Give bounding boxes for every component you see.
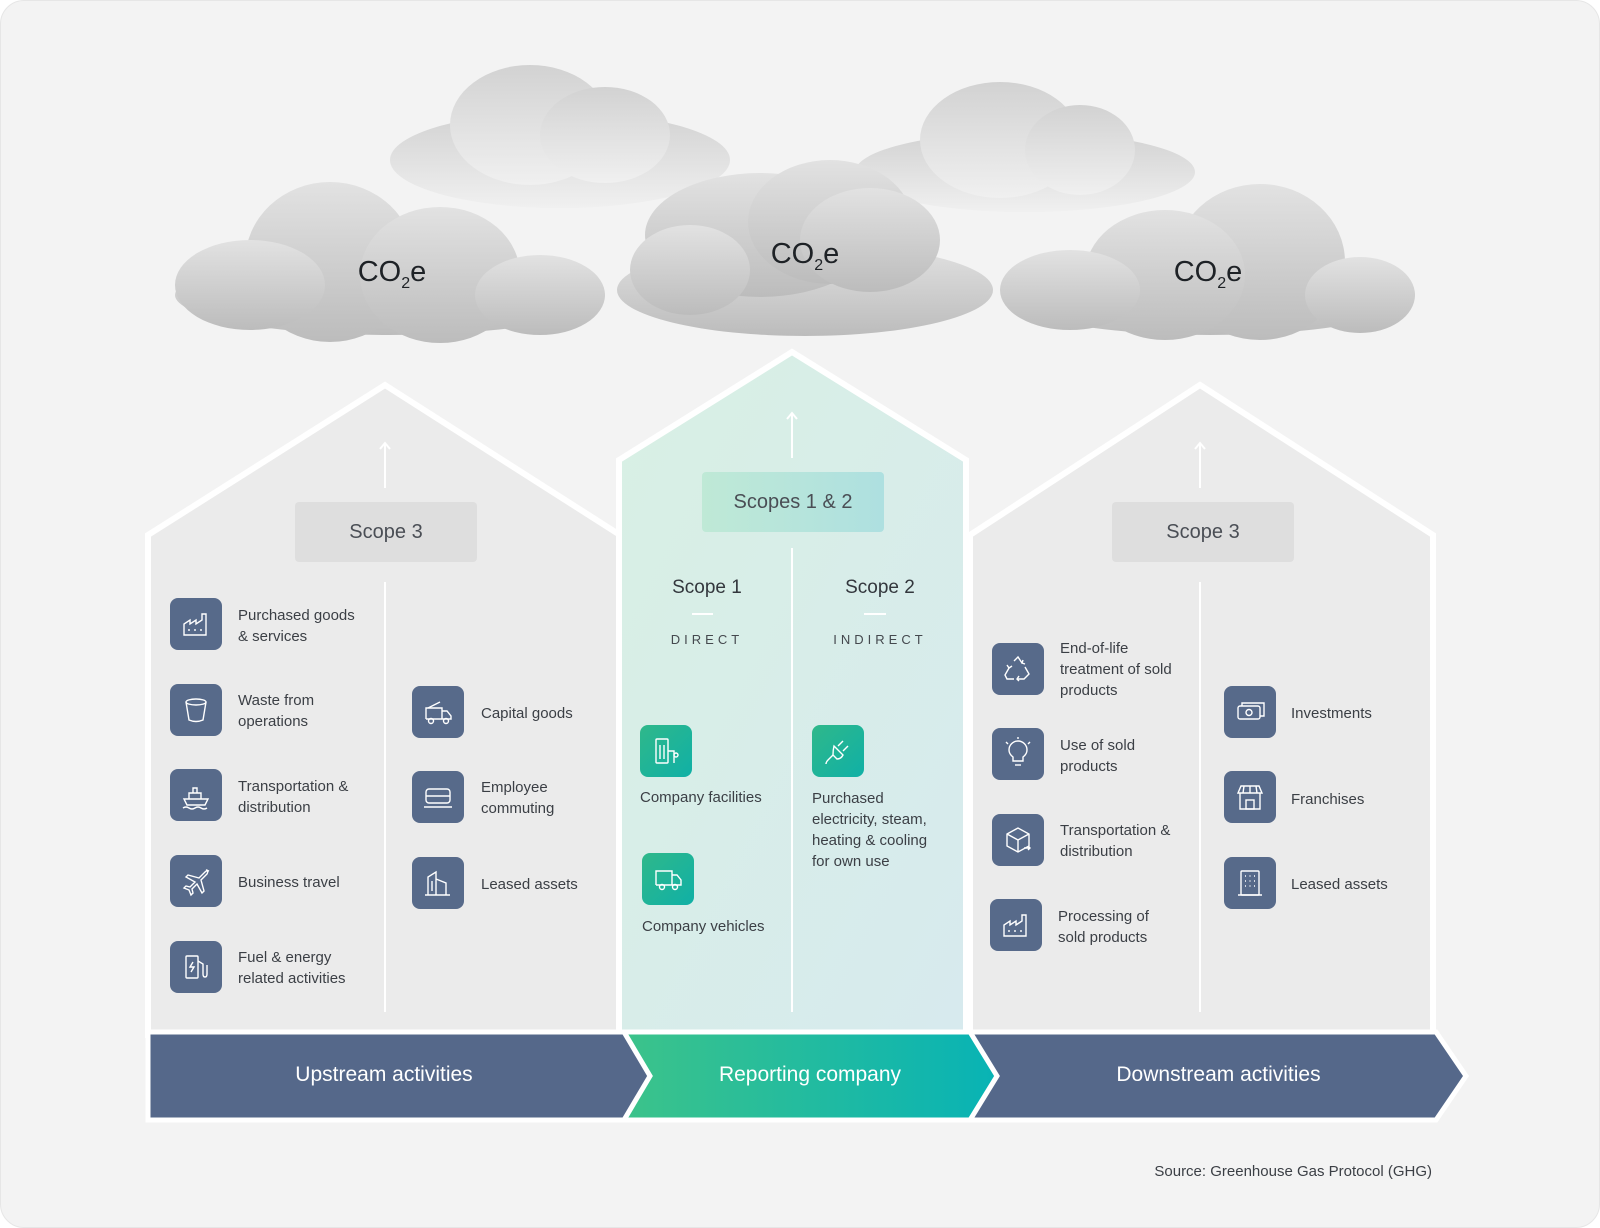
reporting-company-label: Reporting company xyxy=(718,1063,902,1086)
reporting-arrow xyxy=(619,1029,1000,1123)
building-icon xyxy=(412,857,464,909)
scope1-subtitle: DIRECT xyxy=(670,632,744,647)
money-icon xyxy=(1224,686,1276,738)
fuel-pump-icon xyxy=(170,941,222,993)
plug-icon xyxy=(812,725,864,777)
facility-icon xyxy=(640,725,692,777)
label-franchises: Franchises xyxy=(1291,791,1365,808)
van-icon xyxy=(642,853,694,905)
factory-icon xyxy=(170,598,222,650)
cloud-right xyxy=(1000,184,1415,340)
back-cloud-left xyxy=(390,65,730,208)
back-cloud-right xyxy=(855,82,1195,212)
office-icon xyxy=(1224,857,1276,909)
label-company-facilities: Company facilities xyxy=(640,789,762,806)
upstream-scope3-badge: Scope 3 xyxy=(295,502,477,562)
label-end-of-life: End-of-life treatment of sold products xyxy=(1060,640,1172,699)
factory-icon xyxy=(990,899,1042,951)
source-note: Source: Greenhouse Gas Protocol (GHG) xyxy=(1154,1163,1432,1180)
plane-icon xyxy=(170,855,222,907)
ship-icon xyxy=(170,769,222,821)
box-icon xyxy=(992,814,1044,866)
label-company-vehicles: Company vehicles xyxy=(642,918,765,935)
train-icon xyxy=(412,771,464,823)
upstream-activities-label: Upstream activities xyxy=(295,1063,473,1086)
scope2-title: Scope 2 xyxy=(845,577,915,598)
cloud-right-label: CO2e xyxy=(1173,256,1243,292)
label-business-travel: Business travel xyxy=(238,874,340,891)
label-fuel-energy: Fuel & energy related activities xyxy=(238,949,346,987)
label-processing: Processing of sold products xyxy=(1058,908,1149,946)
store-icon xyxy=(1224,771,1276,823)
truck-icon xyxy=(412,686,464,738)
label-use-of-sold: Use of sold products xyxy=(1060,737,1136,775)
label-leased-assets-up: Leased assets xyxy=(481,876,578,893)
downstream-scope3-badge: Scope 3 xyxy=(1112,502,1294,562)
label-leased-assets-down: Leased assets xyxy=(1291,876,1388,893)
label-employee-commuting: Employee commuting xyxy=(481,779,555,817)
bin-icon xyxy=(170,684,222,736)
scopes-1-2-badge: Scopes 1 & 2 xyxy=(702,472,884,532)
bulb-icon xyxy=(992,728,1044,780)
downstream-activities-label: Downstream activities xyxy=(1116,1063,1321,1086)
label-capital-goods: Capital goods xyxy=(481,705,573,722)
clouds-layer xyxy=(175,65,1415,343)
cloud-center-label: CO2e xyxy=(770,238,840,274)
label-purchased-electricity: Purchased electricity, steam, heating & … xyxy=(812,790,928,870)
cloud-center xyxy=(617,160,993,336)
recycle-icon xyxy=(992,643,1044,695)
label-investments: Investments xyxy=(1291,705,1372,722)
label-transportation-down: Transportation & distribution xyxy=(1060,822,1171,860)
downstream-house xyxy=(967,381,1436,1038)
scope1-title: Scope 1 xyxy=(672,577,742,598)
label-waste: Waste from operations xyxy=(238,692,315,730)
cloud-left xyxy=(175,182,605,343)
label-transportation-up: Transportation & distribution xyxy=(238,778,349,816)
scope2-subtitle: INDIRECT xyxy=(833,632,927,647)
cloud-left-label: CO2e xyxy=(357,256,427,292)
label-purchased-goods: Purchased goods & services xyxy=(238,607,355,645)
